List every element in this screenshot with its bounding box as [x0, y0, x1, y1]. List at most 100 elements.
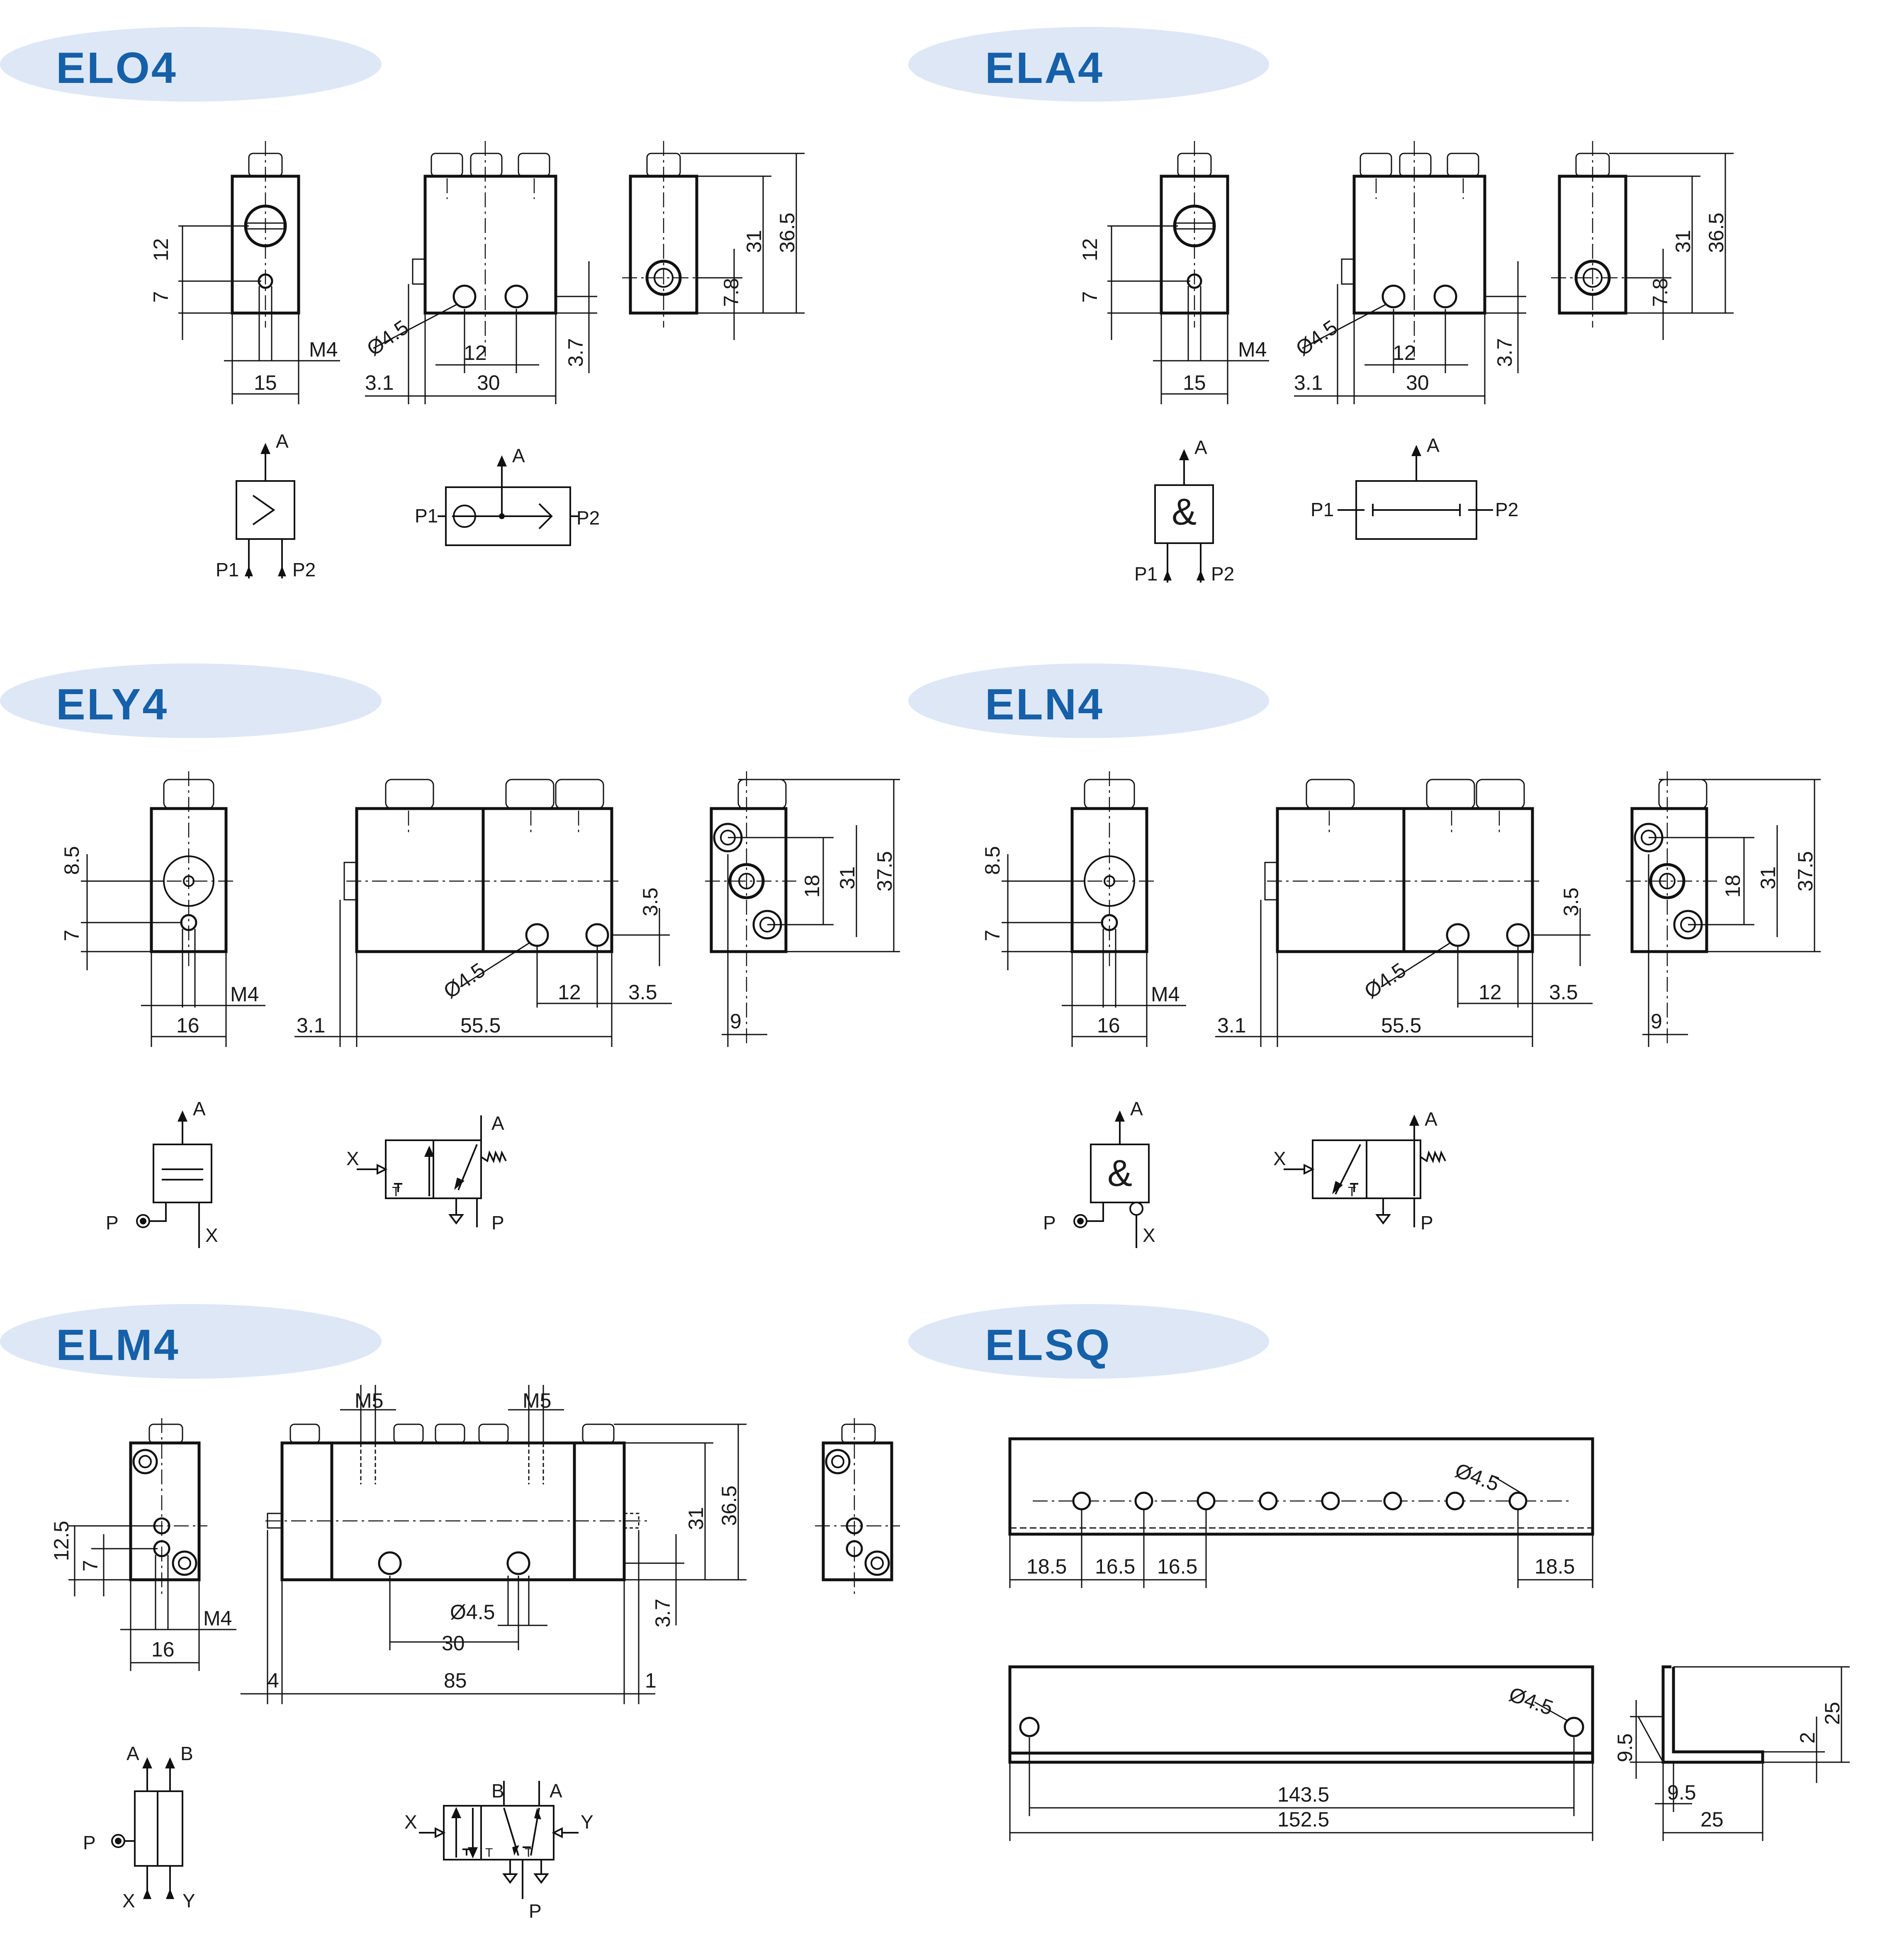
port-a: A	[126, 1743, 139, 1764]
dim-3-5-a: 3.5	[1549, 981, 1578, 1004]
dim-7-8: 7.8	[1649, 278, 1672, 307]
front-view	[1215, 779, 1593, 1047]
port-y-2: Y	[581, 1811, 593, 1833]
symbol-not-and	[1073, 1110, 1150, 1248]
dim-3-1: 3.1	[1294, 371, 1323, 394]
port-p1-2: P1	[415, 505, 438, 527]
port-x-2: X	[404, 1811, 417, 1833]
dim-3-5-a: 3.5	[628, 981, 657, 1004]
port-a-2: A	[550, 1780, 562, 1802]
rail-top-view	[1008, 1437, 1594, 1588]
dim-diameter-1: Ø4.5	[1452, 1459, 1502, 1496]
dim-7: 7	[149, 291, 173, 303]
port-p2-2: P2	[1495, 499, 1518, 520]
panel-eln4: ELN4 8.5 7 M4 16	[908, 663, 1821, 1248]
symbol-memory	[111, 1757, 183, 1899]
symbol-3-2-valve	[357, 1115, 507, 1227]
and-symbol: &	[1172, 491, 1197, 533]
side-view	[1002, 771, 1186, 1047]
dim-3-5-b: 3.5	[639, 887, 662, 916]
dim-143-5: 143.5	[1277, 1783, 1329, 1806]
dim-3-1: 3.1	[297, 1014, 326, 1037]
dim-12: 12	[558, 981, 581, 1004]
dim-55-5: 55.5	[460, 1014, 501, 1037]
right-view	[622, 141, 805, 340]
dim-36-5: 36.5	[718, 1486, 741, 1526]
dim-7: 7	[981, 930, 1004, 941]
dim-31: 31	[1756, 866, 1780, 889]
dim-7: 7	[79, 1560, 102, 1571]
symbol-3-2-valve-nc	[1284, 1115, 1446, 1227]
dim-9: 9	[730, 1010, 742, 1033]
dim-2: 2	[1796, 1732, 1819, 1744]
port-p1: P1	[1134, 563, 1158, 585]
port-p: P	[106, 1212, 119, 1234]
symbol-or	[236, 443, 295, 578]
dim-m4: M4	[1151, 983, 1180, 1006]
dim-4: 4	[268, 1669, 279, 1692]
dim-25-a: 25	[1821, 1702, 1844, 1725]
dim-31: 31	[1671, 230, 1695, 253]
dim-31: 31	[742, 230, 766, 253]
dim-1: 1	[645, 1669, 657, 1692]
port-a: A	[1194, 437, 1207, 458]
port-a-2: A	[1427, 435, 1440, 456]
dim-12: 12	[1479, 981, 1502, 1004]
panel-title: ELN4	[985, 680, 1104, 729]
port-a-2: A	[1425, 1108, 1437, 1130]
dim-3-7: 3.7	[1493, 338, 1516, 367]
port-b: B	[180, 1743, 193, 1764]
port-t: T	[392, 1184, 400, 1199]
rail-front-view	[1008, 1665, 1594, 1841]
dim-18-5-a: 18.5	[1026, 1555, 1067, 1578]
port-a: A	[276, 430, 289, 452]
dim-8-5: 8.5	[981, 846, 1004, 875]
port-x-2: X	[346, 1148, 359, 1169]
side-view	[1107, 141, 1269, 404]
title-badge	[0, 663, 382, 738]
dim-m5-b: M5	[523, 1389, 551, 1412]
dim-12b: 12	[1393, 341, 1416, 364]
panel-elsq: ELSQ Ø4.5 18.5 16.5 16.5 18.5	[908, 1304, 1850, 1841]
dim-3-5-b: 3.5	[1559, 887, 1583, 916]
dim-9: 9	[1651, 1010, 1662, 1033]
title-badge	[908, 663, 1269, 738]
port-t-1: T	[485, 1846, 493, 1860]
dim-18: 18	[800, 874, 824, 898]
port-p2: P2	[292, 559, 316, 580]
port-a-2: A	[512, 445, 525, 466]
panel-ela4: ELA4 12 7 M4 15	[908, 27, 1734, 585]
and-symbol: &	[1107, 1153, 1132, 1194]
dim-diameter: Ø4.5	[1292, 316, 1342, 360]
port-b-2: B	[491, 1780, 504, 1802]
dim-m4: M4	[203, 1607, 232, 1630]
dim-8-5: 8.5	[60, 846, 83, 875]
panel-elo4: ELO4 12 7 M4 15	[0, 27, 805, 580]
panel-ely4: ELY4 8.5 7 M4 16	[0, 663, 900, 1248]
port-x: X	[205, 1224, 218, 1246]
dim-7-8: 7.8	[720, 278, 743, 307]
title-badge	[0, 27, 382, 102]
port-t-2: T	[525, 1846, 532, 1860]
port-p-2: P	[491, 1212, 504, 1234]
symbol-shuttle-valve	[438, 455, 579, 546]
right-view	[705, 771, 900, 1047]
panel-title: ELA4	[985, 44, 1104, 92]
dim-9-5-b: 9.5	[1667, 1781, 1696, 1804]
front-view	[241, 1385, 747, 1704]
dim-m4: M4	[309, 338, 338, 361]
symbol-inhibit	[136, 1110, 212, 1248]
dim-16-5-b: 16.5	[1157, 1555, 1197, 1578]
dim-85: 85	[444, 1669, 467, 1692]
dim-37-5: 37.5	[1794, 851, 1817, 891]
dim-15: 15	[254, 371, 277, 394]
side-view	[81, 771, 265, 1047]
port-y: Y	[182, 1890, 195, 1911]
dim-30: 30	[1406, 371, 1429, 394]
symbol-and	[1154, 449, 1214, 583]
dim-16: 16	[151, 1638, 175, 1661]
port-p-2: P	[1420, 1212, 1433, 1234]
side-view	[68, 1418, 236, 1671]
port-x: X	[1143, 1224, 1155, 1246]
